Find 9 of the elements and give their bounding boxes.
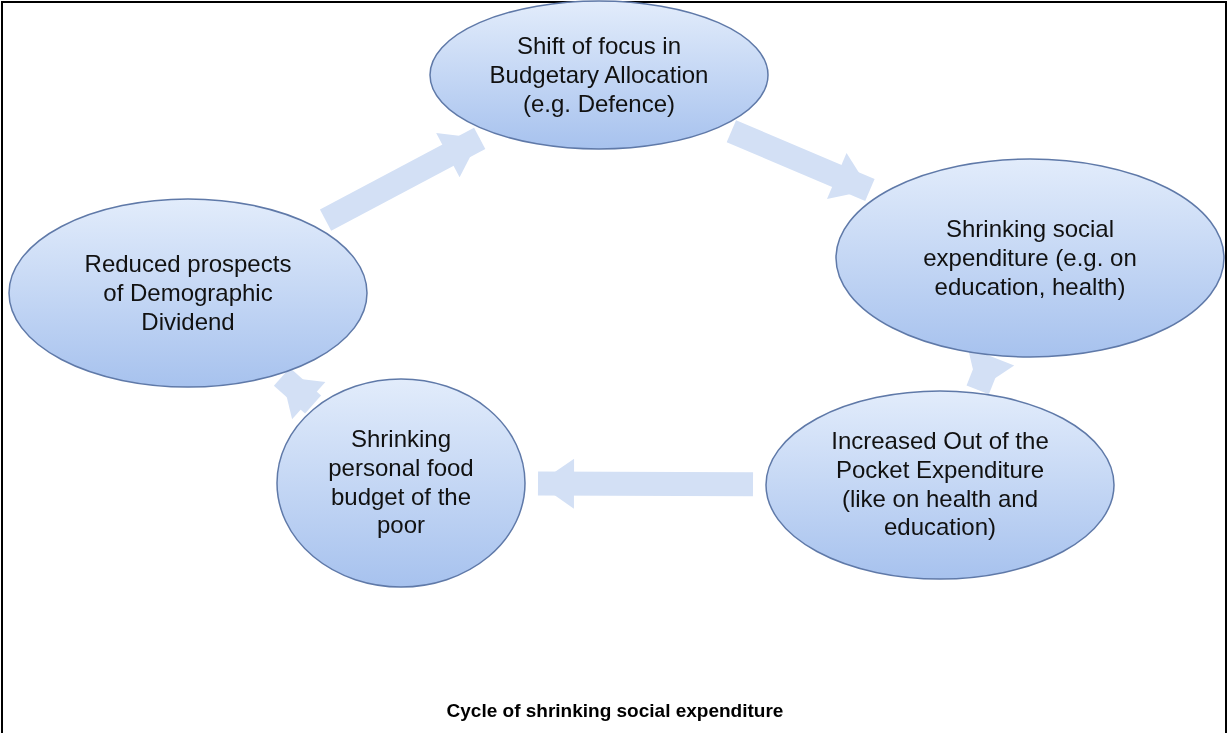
caption: Cycle of shrinking social expenditure [446,700,784,721]
node-label: Shift of focus in Budgetary Allocation (e.g. Defence) [488,31,710,119]
node-label: Shrinking social expenditure (e.g. on education, health) [922,214,1138,302]
node-label: Increased Out of the Pocket Expenditure (like on health and education) [830,427,1050,543]
node-label: Shrinking personal food budget of the poor [327,425,475,541]
block-arrow [319,127,486,231]
block-arrow [726,120,875,202]
node-label: Reduced prospects of Demographic Dividend [83,249,293,337]
block-arrow [537,458,754,509]
